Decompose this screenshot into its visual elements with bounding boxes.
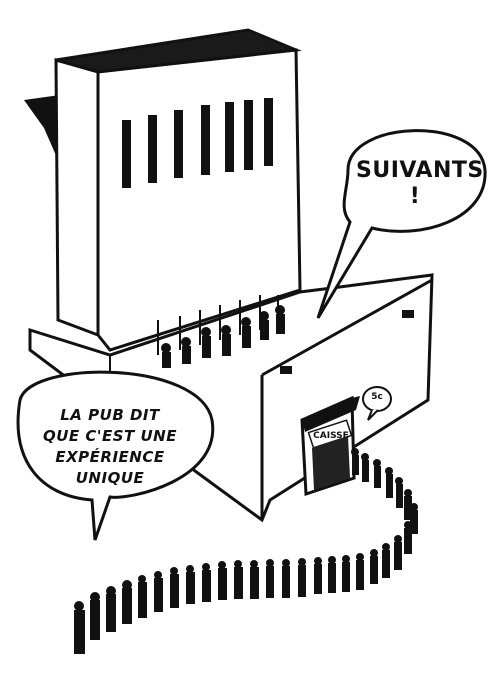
pub-speech-bubble [16,370,215,541]
suivants-speech-text: SUIVANTS ! [356,158,484,209]
pub-speech-text: LA PUB DIT QUE C'EST UNE EXPÉRIENCE UNIQ… [43,406,177,487]
vent [402,310,414,318]
tower-side-flag [24,95,60,160]
vent [280,366,292,374]
booth-window [312,436,350,490]
booth-awning [302,396,360,432]
price-bubble-tail [367,409,379,421]
tower-windows [122,98,273,188]
tower-left-face [54,58,100,338]
caisse-sign-text: CAISSE [313,431,349,441]
visitor-queue [74,448,418,654]
platform-poles [157,295,279,355]
price-text: 5c [371,392,383,402]
suivants-speech-bubble [316,129,487,319]
base-roofline [261,278,433,377]
tower-roof [55,28,302,74]
